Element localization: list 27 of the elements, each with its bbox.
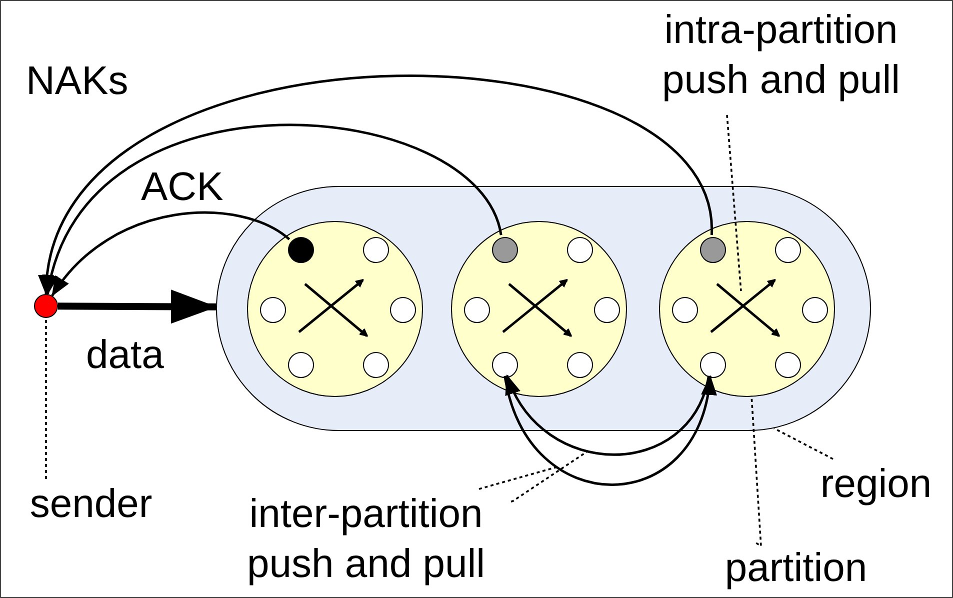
member-circle [390, 297, 416, 323]
member-circle [567, 352, 593, 378]
callout-label: intra-partition push and pull [621, 5, 941, 115]
member-circle [775, 352, 801, 378]
member-circle [492, 352, 518, 378]
callout-label: region [801, 459, 951, 509]
arrow [58, 290, 217, 324]
callout-label: partition [701, 543, 891, 593]
member-circle [700, 352, 726, 378]
member-circle [594, 297, 620, 323]
leader-line [478, 466, 558, 490]
leader-line [726, 114, 742, 292]
member-circle [775, 237, 801, 263]
arrow [504, 375, 715, 486]
callout-label: inter-partition push and pull [221, 489, 511, 594]
arrow [506, 374, 710, 456]
leader-line [510, 450, 588, 502]
sender-dot [34, 294, 58, 318]
member-circle [363, 352, 389, 378]
callout-label: sender [11, 479, 171, 529]
member-circle [802, 297, 828, 323]
member-circle [672, 297, 698, 323]
member-circle [464, 297, 490, 323]
member-circle [288, 352, 314, 378]
member-circle [260, 297, 286, 323]
leader-line [45, 318, 47, 480]
leader-line [774, 428, 834, 460]
